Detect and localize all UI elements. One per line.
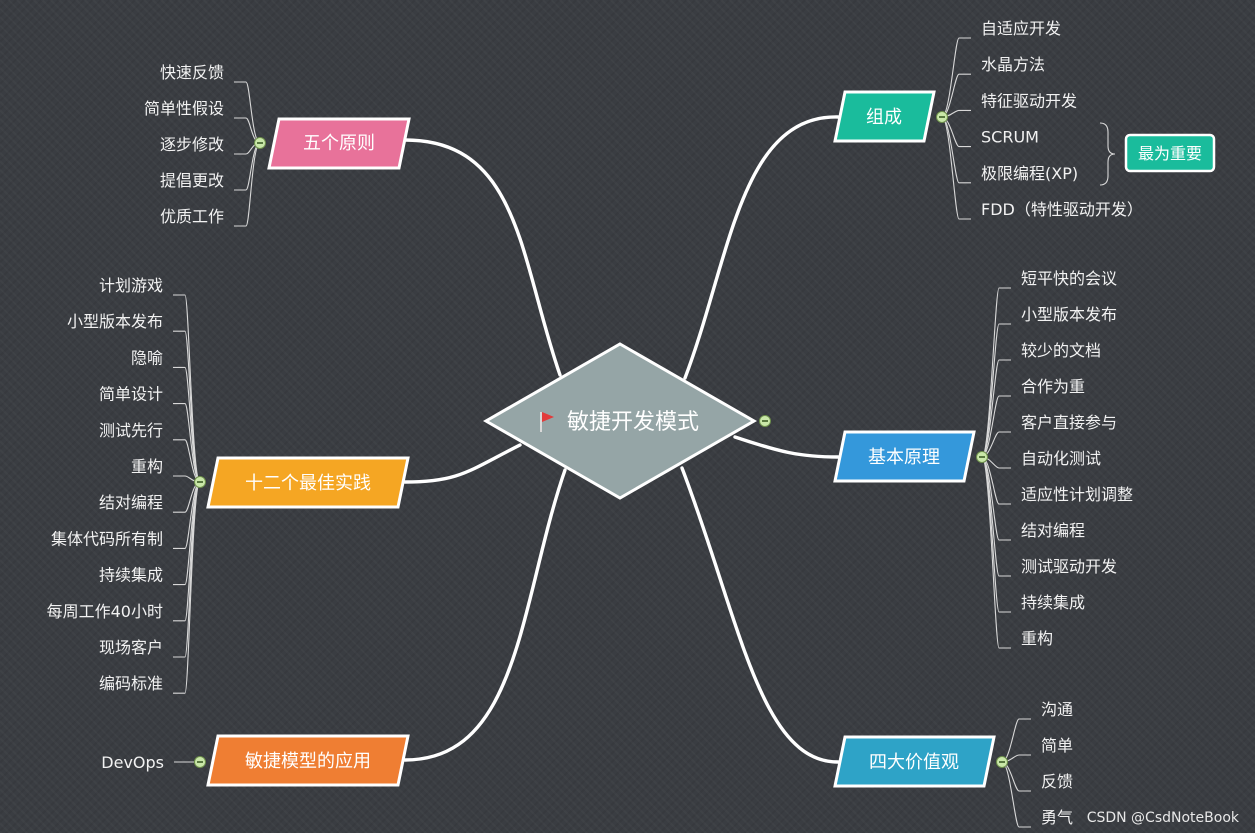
central-collapse-toggle[interactable] xyxy=(759,415,771,427)
practices-leaf[interactable]: 重构 xyxy=(131,457,163,476)
basics-collapse-toggle[interactable] xyxy=(976,451,988,463)
practices-leaf[interactable]: 简单设计 xyxy=(99,385,163,404)
application-collapse-toggle[interactable] xyxy=(194,756,206,768)
values-collapse-toggle[interactable] xyxy=(996,756,1008,768)
composition-leaf[interactable]: 自适应开发 xyxy=(981,19,1061,38)
practices-leaf[interactable]: 每周工作40小时 xyxy=(47,602,163,621)
practices-leaf[interactable]: 现场客户 xyxy=(99,638,163,657)
principles-leaf[interactable]: 提倡更改 xyxy=(160,171,224,190)
composition-leaf[interactable]: SCRUM xyxy=(981,128,1039,147)
central-topic-label: 敏捷开发模式 xyxy=(567,410,699,435)
basics-leaf[interactable]: 较少的文档 xyxy=(1021,341,1101,360)
values-leaf[interactable]: 沟通 xyxy=(1041,700,1073,719)
collapse-toggles xyxy=(194,111,1008,768)
basics-leaf-connector xyxy=(981,456,1011,649)
callout-most-important[interactable]: 最为重要 xyxy=(1124,133,1216,173)
branch-practices-label: 十二个最佳实践 xyxy=(245,473,371,494)
principles-leaf-connector xyxy=(234,142,261,227)
principles-leaf-connector xyxy=(234,81,261,144)
practices-leaf[interactable]: 计划游戏 xyxy=(99,276,163,295)
callout-label: 最为重要 xyxy=(1138,144,1202,163)
composition-leaf[interactable]: FDD（特性驱动开发） xyxy=(981,200,1143,219)
branch-basics-label: 基本原理 xyxy=(868,447,940,468)
basics-leaf[interactable]: 持续集成 xyxy=(1021,593,1085,612)
composition-leaf-connector xyxy=(941,116,971,220)
composition-leaf-connector xyxy=(941,37,971,118)
connector-basics xyxy=(733,435,840,459)
values-leaf[interactable]: 简单 xyxy=(1041,736,1073,755)
practices-leaf[interactable]: 持续集成 xyxy=(99,566,163,585)
basics-leaf[interactable]: 测试驱动开发 xyxy=(1021,557,1117,576)
connector-principles xyxy=(403,138,562,377)
central-diamond xyxy=(482,342,758,500)
branch-values[interactable]: 四大价值观 xyxy=(833,735,996,788)
branch-principles-label: 五个原则 xyxy=(303,133,375,154)
values-leaf-connector xyxy=(1001,761,1031,792)
values-leaf-connector xyxy=(1001,761,1031,828)
basics-leaf[interactable]: 适应性计划调整 xyxy=(1021,485,1133,504)
branch-application[interactable]: 敏捷模型的应用 xyxy=(206,734,410,787)
practices-leaf[interactable]: 小型版本发布 xyxy=(67,312,163,331)
basics-leaf[interactable]: 合作为重 xyxy=(1021,377,1085,396)
branch-basics[interactable]: 基本原理 xyxy=(833,430,976,483)
branch-composition[interactable]: 组成 xyxy=(833,90,936,143)
composition-leaf[interactable]: 特征驱动开发 xyxy=(981,91,1077,110)
basics-leaf[interactable]: 自动化测试 xyxy=(1021,449,1101,468)
basics-leaf[interactable]: 重构 xyxy=(1021,629,1053,648)
basics-leaf[interactable]: 小型版本发布 xyxy=(1021,305,1117,324)
connector-composition xyxy=(683,115,840,380)
practices-leaf[interactable]: 结对编程 xyxy=(99,493,163,512)
connector-values xyxy=(680,466,840,764)
connector-practices xyxy=(403,443,522,484)
application-leaf[interactable]: DevOps xyxy=(101,753,164,772)
composition-leaf[interactable]: 极限编程(XP) xyxy=(981,164,1078,183)
branch-application-label: 敏捷模型的应用 xyxy=(245,751,371,772)
practices-leaf-connector xyxy=(173,294,201,483)
composition-leaf-connector xyxy=(941,116,971,148)
red-flag-icon xyxy=(540,412,554,432)
principles-leaf[interactable]: 优质工作 xyxy=(160,207,224,226)
branch-principles[interactable]: 五个原则 xyxy=(267,117,411,170)
brace xyxy=(1099,122,1116,186)
leaf-labels: 快速反馈简单性假设逐步修改提倡更改优质工作计划游戏小型版本发布隐喻简单设计测试先… xyxy=(47,19,1143,827)
composition-leaf[interactable]: 水晶方法 xyxy=(981,55,1045,74)
values-leaf[interactable]: 反馈 xyxy=(1041,772,1073,791)
principles-leaf[interactable]: 快速反馈 xyxy=(160,63,224,82)
central-topic[interactable]: 敏捷开发模式 xyxy=(482,342,758,500)
principles-collapse-toggle[interactable] xyxy=(254,137,266,149)
practices-leaf[interactable]: 集体代码所有制 xyxy=(51,529,163,548)
practices-leaf-connector xyxy=(173,366,201,483)
watermark: CSDN @CsdNoteBook xyxy=(1087,810,1240,826)
composition-collapse-toggle[interactable] xyxy=(936,111,948,123)
practices-leaf[interactable]: 隐喻 xyxy=(131,348,163,367)
basics-leaf[interactable]: 短平快的会议 xyxy=(1021,269,1117,288)
practices-leaf-connector xyxy=(173,481,201,694)
branch-values-label: 四大价值观 xyxy=(869,752,959,773)
basics-leaf[interactable]: 结对编程 xyxy=(1021,521,1085,540)
principles-leaf[interactable]: 逐步修改 xyxy=(160,135,224,154)
practices-collapse-toggle[interactable] xyxy=(194,476,206,488)
values-leaf[interactable]: 勇气 xyxy=(1041,808,1073,827)
connector-application xyxy=(403,468,567,762)
basics-leaf[interactable]: 客户直接参与 xyxy=(1021,413,1117,432)
branch-practices[interactable]: 十二个最佳实践 xyxy=(206,456,410,509)
practices-leaf[interactable]: 测试先行 xyxy=(99,421,163,440)
practices-leaf[interactable]: 编码标准 xyxy=(99,674,163,693)
principles-leaf[interactable]: 简单性假设 xyxy=(144,99,224,118)
branch-composition-label: 组成 xyxy=(866,107,902,128)
